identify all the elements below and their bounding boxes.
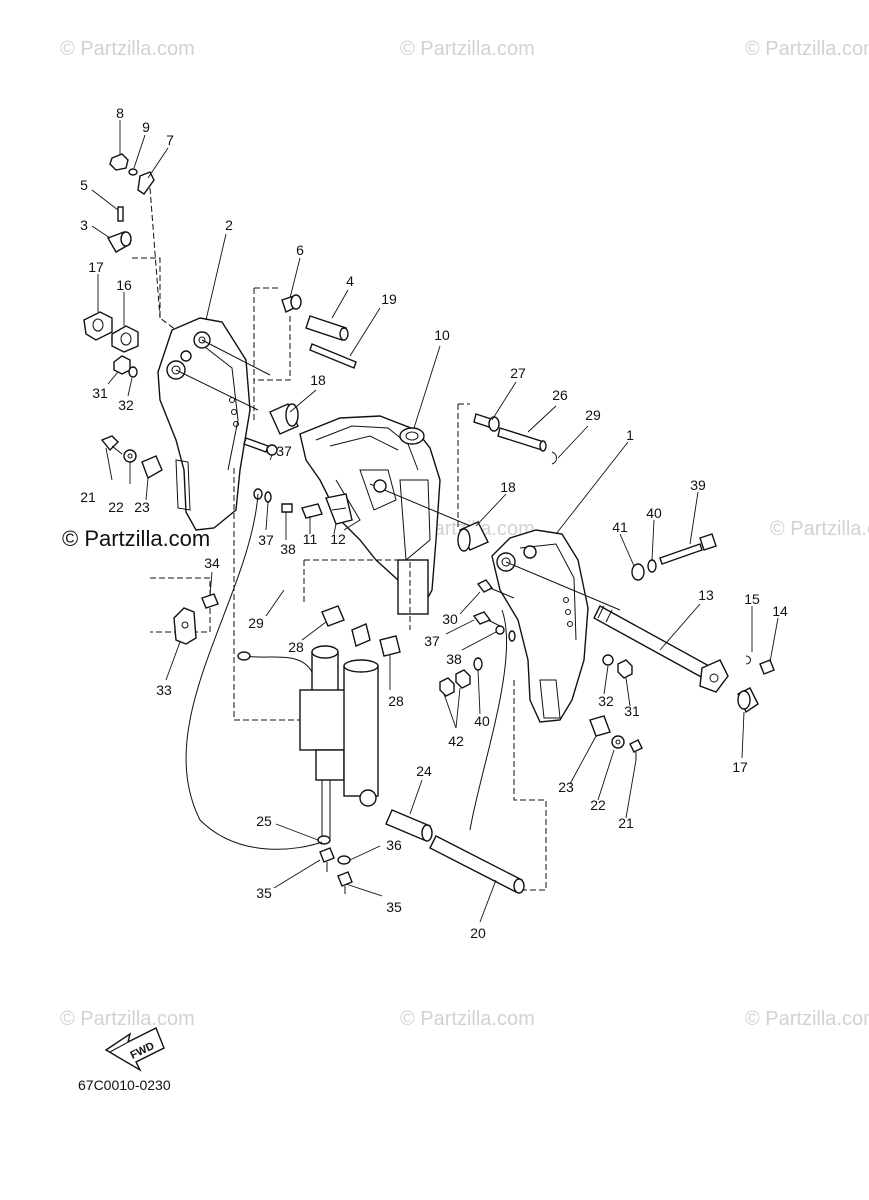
callout-30: 30	[442, 611, 458, 627]
callout-12: 12	[330, 531, 346, 547]
callout-35-left: 35	[256, 885, 272, 901]
callout-32-left: 32	[118, 397, 134, 413]
callout-2: 2	[225, 217, 233, 233]
callout-19: 19	[381, 291, 397, 307]
callouts: 8 9 7 5 3 2 17 16 31 32 6 4 19 18 10 27 …	[80, 105, 788, 941]
tilt-tube	[593, 605, 729, 693]
callout-17-right: 17	[732, 759, 748, 775]
callout-7: 7	[166, 132, 174, 148]
callout-38-right: 38	[446, 651, 462, 667]
left-small-parts	[83, 153, 177, 480]
callout-15: 15	[744, 591, 760, 607]
tilt-pin-parts	[457, 403, 557, 530]
callout-23: 23	[134, 499, 150, 515]
callout-21-left: 21	[80, 489, 96, 505]
diagram-code: 67C0010-0230	[78, 1077, 171, 1093]
callout-29-left: 29	[248, 615, 264, 631]
tilt-cylinder	[150, 468, 547, 894]
callout-39: 39	[690, 477, 706, 493]
callout-23-right: 23	[558, 779, 574, 795]
small-bracket-33	[173, 593, 219, 645]
callout-31-left: 31	[92, 385, 108, 401]
callout-40-lower: 40	[474, 713, 490, 729]
pivot-shaft-parts	[253, 287, 357, 420]
callout-18-right: 18	[500, 479, 516, 495]
callout-26: 26	[552, 387, 568, 403]
callout-10: 10	[434, 327, 450, 343]
watermark: © Partzilla.com	[770, 518, 869, 540]
watermark: © Partzilla.com	[60, 1008, 195, 1030]
watermark: © Partzilla.com	[745, 38, 869, 60]
callout-22-left: 22	[108, 499, 124, 515]
callout-13: 13	[698, 587, 714, 603]
callout-28-right: 28	[388, 693, 404, 709]
callout-8: 8	[116, 105, 124, 121]
right-small-parts	[439, 533, 775, 760]
callout-1: 1	[626, 427, 634, 443]
callout-27: 27	[510, 365, 526, 381]
callout-16: 16	[116, 277, 132, 293]
callout-3: 3	[80, 217, 88, 233]
callout-11: 11	[303, 531, 318, 547]
callout-35-right: 35	[386, 899, 402, 915]
watermark: © Partzilla.com	[400, 38, 535, 60]
callout-41: 41	[612, 519, 628, 535]
callout-25: 25	[256, 813, 272, 829]
callout-42: 42	[448, 733, 464, 749]
callout-40-upper: 40	[646, 505, 662, 521]
swivel-bracket	[299, 415, 481, 615]
right-clamp-bracket	[491, 529, 621, 723]
callout-18-left: 18	[310, 372, 326, 388]
callout-29-right: 29	[585, 407, 601, 423]
callout-33: 33	[156, 682, 172, 698]
watermark: © Partzilla.com	[400, 1008, 535, 1030]
callout-31-right: 31	[624, 703, 640, 719]
watermark: © Partzilla.com	[745, 1008, 869, 1030]
callout-37-right: 37	[424, 633, 440, 649]
callout-34: 34	[204, 555, 220, 571]
watermark-prominent: © Partzilla.com	[62, 526, 210, 551]
callout-37-lower: 37	[258, 532, 274, 548]
left-clamp-bracket	[157, 317, 271, 531]
bushings-18	[269, 403, 489, 552]
callout-5: 5	[80, 177, 88, 193]
leader-lines	[91, 120, 779, 923]
callout-28-left: 28	[288, 639, 304, 655]
callout-37-upper: 37	[276, 443, 292, 459]
callout-24: 24	[416, 763, 432, 779]
callout-21-right: 21	[618, 815, 634, 831]
callout-6: 6	[296, 242, 304, 258]
callout-9: 9	[142, 119, 150, 135]
watermark: © Partzilla.com	[60, 38, 195, 60]
callout-14: 14	[772, 603, 788, 619]
callout-32-right: 32	[598, 693, 614, 709]
callout-20: 20	[470, 925, 486, 941]
center-small-parts	[243, 437, 353, 525]
callout-22-right: 22	[590, 797, 606, 813]
callout-17-left: 17	[88, 259, 104, 275]
callout-38-left: 38	[280, 541, 296, 557]
fwd-arrow: FWD	[104, 1027, 165, 1072]
callout-36: 36	[386, 837, 402, 853]
callout-4: 4	[346, 273, 354, 289]
